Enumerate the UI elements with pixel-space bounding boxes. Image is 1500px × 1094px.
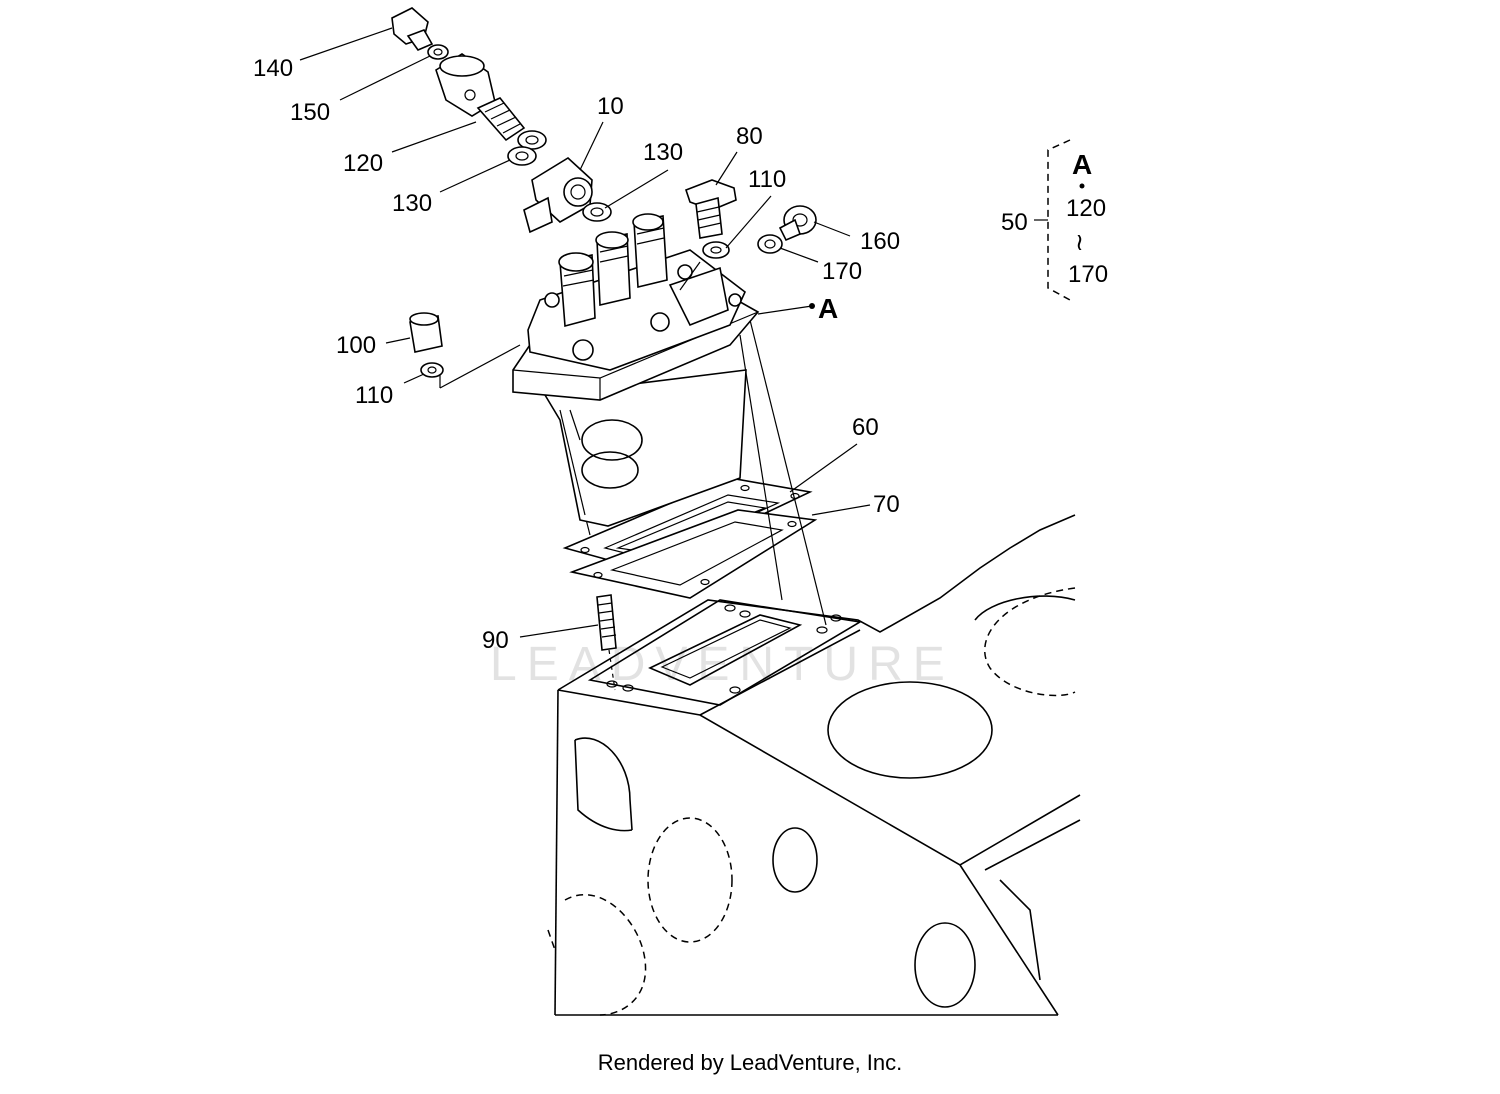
- plug-160: [778, 205, 817, 242]
- callout-10: 10: [597, 93, 624, 120]
- callout-90: 90: [482, 627, 509, 654]
- watermark-text: LEADVENTURE: [490, 638, 955, 691]
- washer-150: [427, 44, 449, 60]
- assembly-range-end: 170: [1068, 261, 1108, 288]
- delivery-valve-holders: [558, 213, 668, 328]
- washer-130-upper: [507, 130, 547, 166]
- callout-110-upper: 110: [748, 166, 786, 193]
- assembly-range-symbol: ≀: [1075, 229, 1084, 256]
- bolt-140: [391, 7, 434, 51]
- injection-pump: [512, 213, 760, 527]
- callout-A: A: [818, 293, 838, 324]
- assembly-range-start: 120: [1066, 195, 1106, 222]
- callout-labels: 140 150 120 130 10 130 80 110 160 170 A …: [253, 55, 900, 654]
- engine-block: [547, 514, 1081, 1016]
- eye-fitting-10: [523, 157, 593, 234]
- washer-130-lower: [582, 202, 612, 222]
- washer-170: [757, 234, 783, 254]
- assembly-ref: A: [1072, 149, 1092, 180]
- callout-80: 80: [736, 123, 763, 150]
- gasket-70: [569, 509, 818, 599]
- callout-110-lower: 110: [355, 382, 393, 409]
- callout-60: 60: [852, 414, 879, 441]
- callout-120: 120: [343, 150, 383, 177]
- callout-100: 100: [336, 332, 376, 359]
- assembly-number: 50: [1001, 209, 1028, 236]
- leader-lines: [299, 27, 871, 638]
- stud-90: [596, 594, 617, 691]
- callout-170: 170: [822, 258, 862, 285]
- callout-140: 140: [253, 55, 293, 82]
- footer-credit: Rendered by LeadVenture, Inc.: [597, 1050, 903, 1075]
- bolt-80: [684, 179, 737, 239]
- callout-160: 160: [860, 228, 900, 255]
- callout-70: 70: [873, 491, 900, 518]
- callout-130-lower: 130: [643, 139, 683, 166]
- assembly-key: 50 A 120 ≀ 170: [1001, 139, 1108, 301]
- washer-110-upper: [702, 241, 730, 259]
- washer-110-lower: [420, 362, 444, 378]
- banjo-bolt-120: [435, 53, 526, 142]
- cap-nut-100: [409, 312, 443, 353]
- callout-130-upper: 130: [392, 190, 432, 217]
- callout-150: 150: [290, 99, 330, 126]
